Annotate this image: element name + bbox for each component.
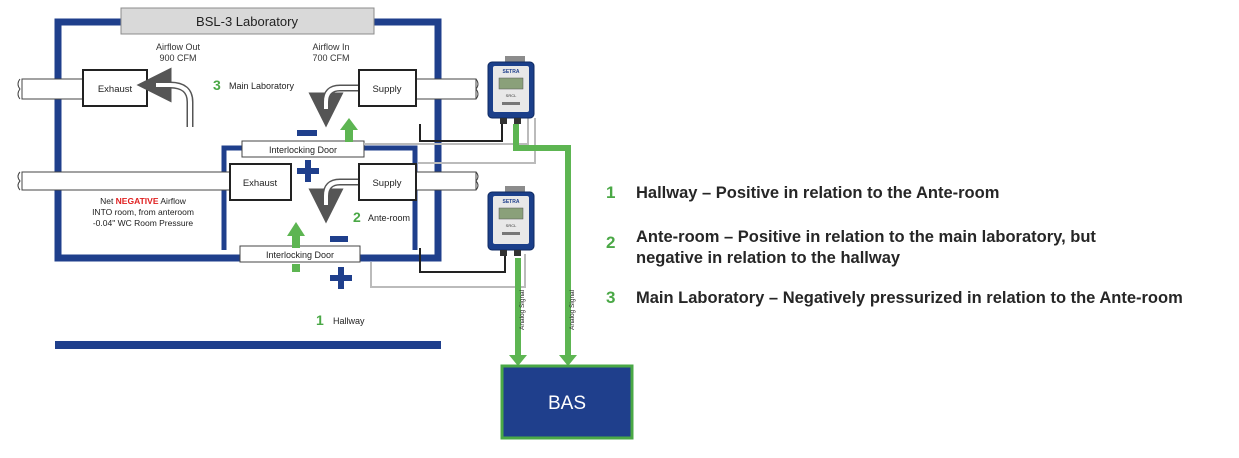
control-wire-bottom [419,248,506,273]
sensor-brand-bottom: SETRA [503,199,520,205]
legend-text-ante-room-line2: negative in relation to the hallway [636,249,901,267]
plus-sign-hallway [330,267,352,289]
airflow-in-value: 700 CFM [312,53,349,63]
pressure-tube-2 [418,118,536,164]
zone-label-ante: Ante-room [368,213,410,223]
bas-label: BAS [548,393,586,414]
interlocking-door-upper [241,140,365,158]
airflow-out-label: Airflow Out [156,42,201,52]
legend-item-main-lab: 3 Main Laboratory – Negatively pressuriz… [606,288,1183,309]
negative-word: NEGATIVE [116,196,159,206]
legend-item-hallway: 1 Hallway – Positive in relation to the … [606,183,999,204]
analog-signal-label-right: Analog Signal [569,289,576,330]
analog-signal-arrow-left [509,355,527,366]
legend-number-ante-room: 2 [606,233,616,252]
pressure-tube-3 [370,254,526,288]
airflow-out-value: 900 CFM [159,53,196,63]
page-title: BSL-3 Laboratory [196,14,298,29]
supply-label-main: Supply [372,84,401,95]
title-box [120,7,375,35]
exhaust-label-ante: Exhaust [243,178,278,189]
sensor-model-bottom: SRCL [506,223,517,228]
bas-box [500,364,634,440]
legend-item-ante-room: 2 Ante-room – Positive in relation to th… [606,227,1096,269]
exhaust-airflow-arrow-inner [156,83,192,127]
supply-airflow-arrow-main-inner [324,86,358,109]
net-negative-line3: -0.04" WC Room Pressure [93,218,194,228]
net-negative-line1: Net NEGATIVE Airflow [100,196,187,206]
analog-signal-line-right [513,124,571,358]
green-arrow-upper [340,118,358,142]
analog-signal-label-left: Analog Signal [519,289,526,330]
plus-sign-ante [297,160,319,182]
duct-cap-left-mid [17,171,21,191]
green-arrow-lower-tail [292,264,300,272]
legend-text-main-lab: Main Laboratory – Negatively pressurized… [636,289,1183,307]
zone-label-hall: Hallway [333,316,365,326]
control-wire-top [419,118,503,142]
legend-number-main-lab: 3 [606,288,616,307]
pressure-monitor-bottom: SETRA SRCL [487,186,535,256]
supply-airflow-arrow-ante-inner [324,180,358,205]
minus-sign-ante [330,236,348,242]
supply-box-main [358,69,417,107]
pressure-monitor-top: SETRA SRCL [487,56,535,124]
zone-number-main: 3 [213,77,221,93]
green-arrow-lower [287,222,305,248]
sensor-brand-top: SETRA [503,69,520,75]
analog-signal-arrow-right [559,355,577,366]
pressure-tube-1 [364,118,529,145]
minus-sign-main [297,130,317,136]
duct-cap-left-top [17,78,21,100]
exhaust-duct-top [21,78,85,100]
exhaust-duct-mid [21,171,231,191]
supply-box-ante [358,163,417,201]
zone-label-main: Main Laboratory [229,81,295,91]
zone-number-ante: 2 [353,209,361,225]
interlocking-door-lower-label: Interlocking Door [266,250,334,260]
duct-cap-right-mid [475,171,479,191]
supply-label-ante: Supply [372,178,401,189]
supply-duct-top [409,78,477,100]
legend-number-hallway: 1 [606,183,616,202]
supply-duct-mid [409,171,477,191]
airflow-in-label: Airflow In [312,42,349,52]
exhaust-label-main: Exhaust [98,84,133,95]
legend-text-hallway: Hallway – Positive in relation to the An… [636,184,1000,202]
zone-number-hall: 1 [316,312,324,328]
legend-text-ante-room-line1: Ante-room – Positive in relation to the … [636,228,1096,246]
net-negative-line2: INTO room, from anteroom [92,207,194,217]
duct-cap-right-top [475,78,479,100]
exhaust-box-ante [229,163,292,201]
sensor-model-top: SRCL [506,93,517,98]
interlocking-door-upper-label: Interlocking Door [269,145,337,155]
